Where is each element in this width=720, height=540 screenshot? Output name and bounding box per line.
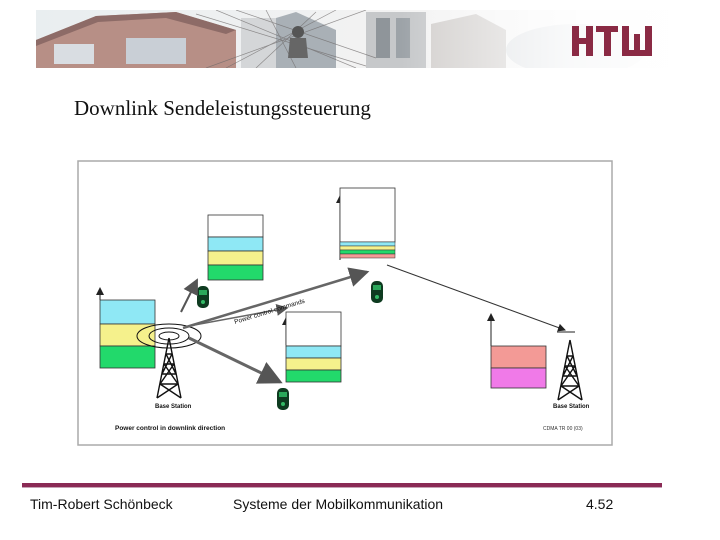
- footer-page-number: 4.52: [586, 496, 614, 512]
- top-center-power-bar: [336, 187, 396, 260]
- footer-author: Tim-Robert Schönbeck: [30, 496, 173, 512]
- header-banner: [36, 10, 700, 68]
- left-power-bar: [96, 287, 156, 369]
- right-station-label: Base Station: [553, 404, 590, 410]
- bar-segment-green: [99, 345, 156, 369]
- radiation-rings: [136, 323, 202, 349]
- upper-left-power-bar: [207, 214, 264, 281]
- arrow-to-center-bar: [188, 303, 289, 327]
- power-control-diagram: Base Station Base Station: [77, 160, 613, 446]
- bar-segment-cyan: [99, 299, 156, 325]
- right-power-bar: [487, 313, 547, 389]
- mobile-phone-top-center: [371, 281, 383, 303]
- mobile-phone-upper-left: [197, 286, 209, 308]
- left-station-label: Base Station: [155, 404, 192, 410]
- slide-title: Downlink Sendeleistungssteuerung: [74, 96, 371, 120]
- diagram-credit: CDMA TR 00 (03): [543, 426, 583, 432]
- mobile-phone-bottom: [277, 388, 289, 410]
- arrow-to-upper-left-mobile: [180, 278, 198, 313]
- diagram-caption: Power control in downlink direction: [115, 425, 225, 432]
- center-power-bar: [282, 311, 342, 383]
- footer-rule: [22, 483, 662, 487]
- arrow-right-station-to-edge-mobile: [386, 264, 566, 332]
- htw-logo: [572, 26, 652, 56]
- footer-rule-light: [22, 487, 662, 488]
- footer-course: Systeme der Mobilkommunikation: [233, 496, 444, 512]
- arrow-to-bottom-mobile: [188, 336, 283, 384]
- arrow-power-control-commands: [182, 267, 370, 330]
